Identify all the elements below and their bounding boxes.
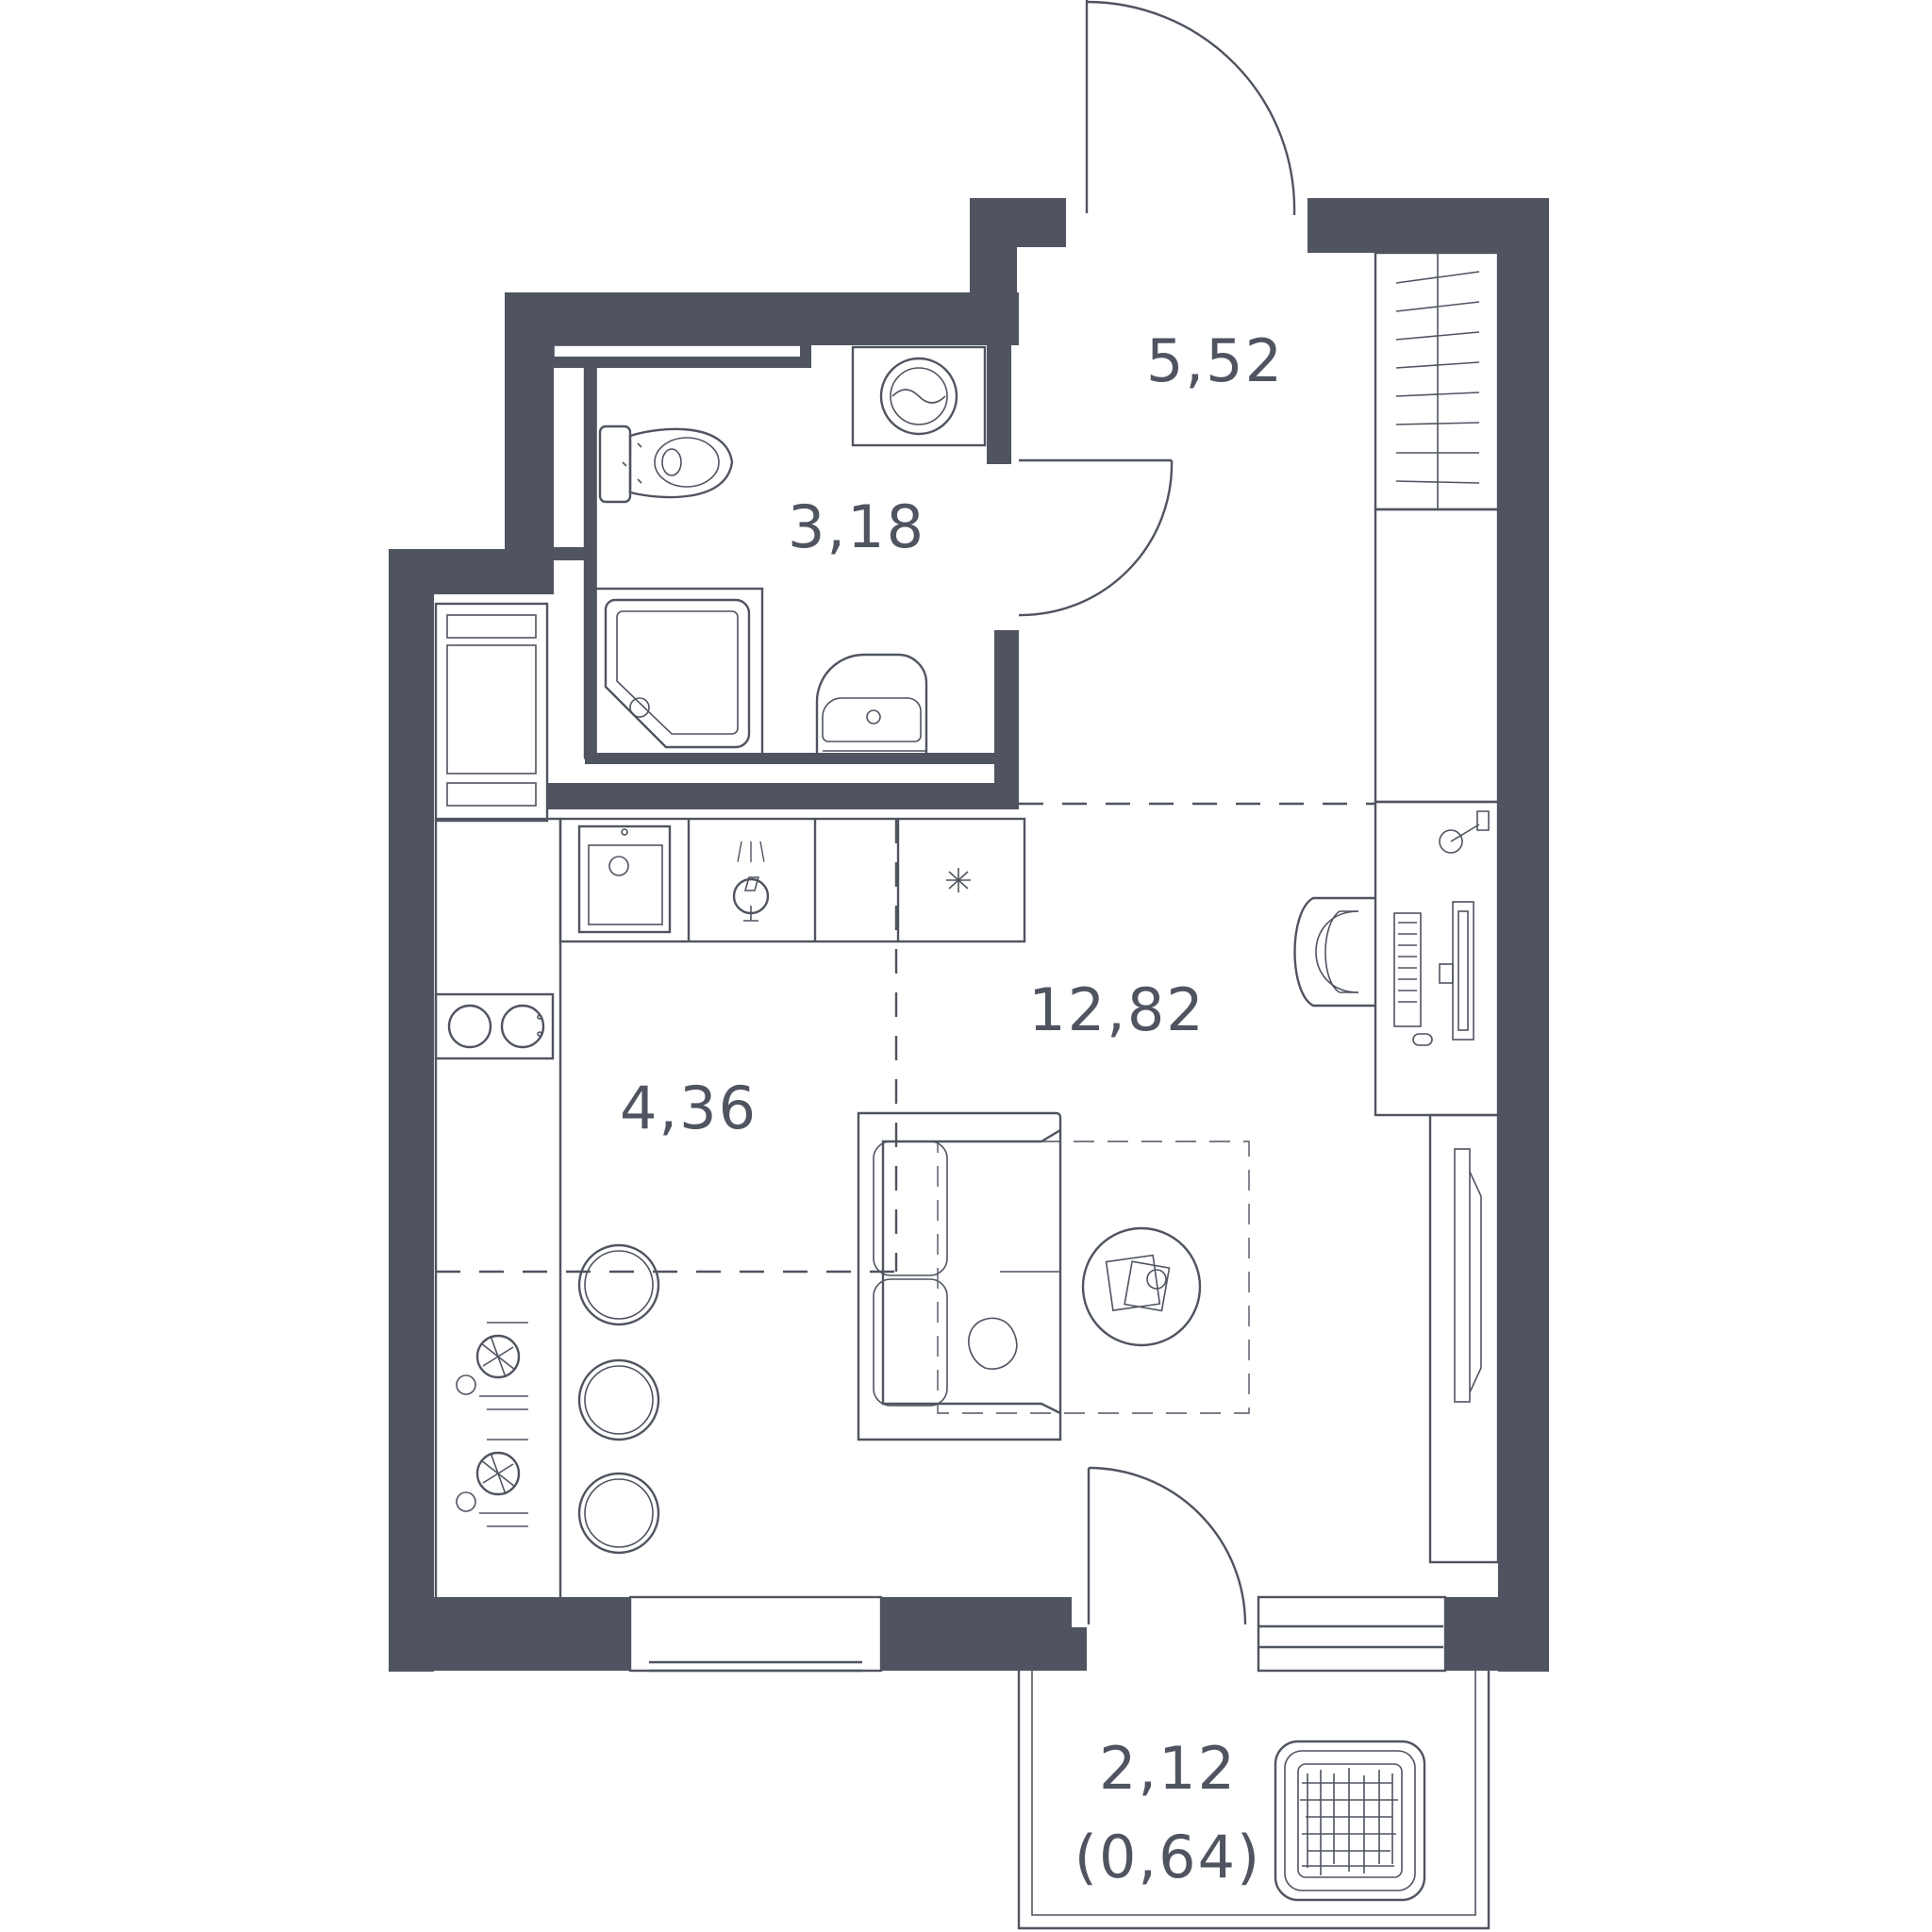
area-label-hallway: 5,52 [1146,326,1284,395]
washing-machine-icon [851,345,987,447]
area-label-kitchen: 4,36 [620,1074,758,1142]
area-label-balcony-reduced: (0,64) [1074,1823,1261,1891]
hood-icon [946,868,971,892]
sofa-icon [857,1111,1062,1441]
coffee-table-icon [1081,1226,1202,1347]
chair-icon [1293,896,1375,1008]
laundry-basket-icon [1274,1740,1426,1902]
place-setting-icon [456,1322,528,1527]
wardrobe [1374,251,1500,804]
kitchen-sink-icon [577,824,672,934]
window-balcony-side [1257,1595,1447,1673]
kitchen-counter [434,817,1026,1632]
balcony [1017,1671,1491,1930]
area-label-balcony: 2,12 [1099,1734,1237,1803]
area-label-living-room: 12,82 [1028,975,1206,1044]
dishwasher-icon [732,841,770,922]
rug [937,1141,1250,1414]
area-label-bathroom: 3,18 [788,492,925,561]
walls [389,198,1549,1672]
sink-icon [815,653,928,755]
window-bottom [628,1595,883,1673]
balcony-door [1087,1466,1247,1625]
desk [1374,800,1500,1117]
tv-stand [1428,1113,1500,1564]
toilet-icon [598,425,734,504]
entrance-door [1085,0,1296,216]
bar-stools [577,1243,660,1555]
bathroom-door [1018,458,1174,617]
zone-dividers [436,802,1375,1274]
cooktop-icon [434,992,555,1060]
shower-icon [592,587,764,757]
fridge-icon [434,602,549,823]
